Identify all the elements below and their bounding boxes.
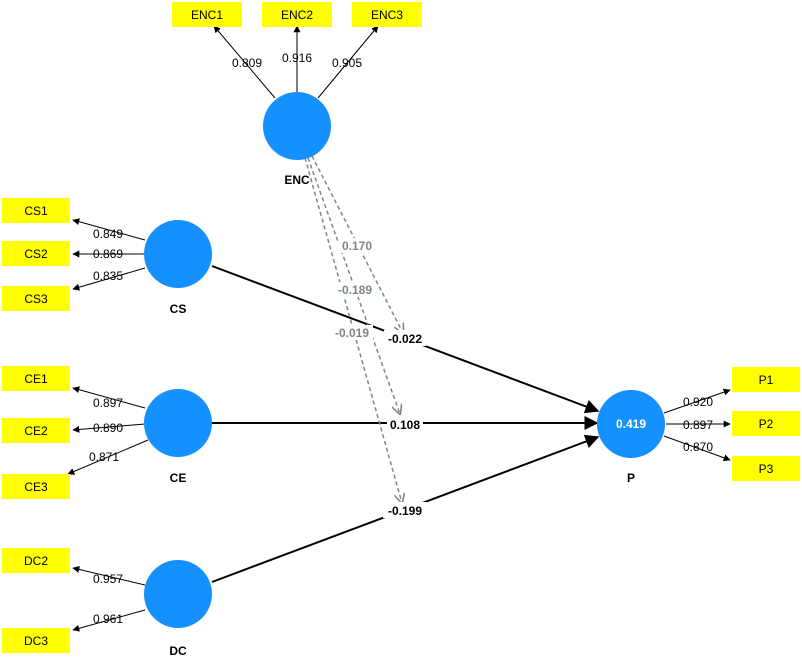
indicator-p1[interactable]: P1 (732, 367, 800, 392)
loading-lines (67, 25, 731, 632)
indicator-label: CS3 (24, 292, 48, 306)
latent-node[interactable] (263, 92, 331, 160)
indicator-label: DC3 (24, 634, 48, 648)
latent-node[interactable] (144, 220, 212, 288)
loading-value-ce2: 0.890 (93, 421, 123, 435)
indicator-cs1[interactable]: CS1 (2, 198, 70, 223)
indicator-label: ENC3 (371, 8, 403, 22)
loading-line-p1 (663, 388, 731, 414)
indicator-label: DC2 (24, 554, 48, 568)
moderation-coef-1: 0.170 (342, 239, 372, 253)
latent-node[interactable] (144, 560, 212, 628)
latent-enc[interactable]: ENC (263, 92, 331, 187)
latent-dc[interactable]: DC (144, 560, 212, 658)
indicator-label: P2 (759, 417, 774, 431)
latent-cs[interactable]: CS (144, 220, 212, 316)
latent-node[interactable] (597, 390, 665, 458)
indicator-ce1[interactable]: CE1 (2, 366, 70, 391)
moderation-coefficients: 0.170 -0.189 -0.019 (331, 238, 376, 340)
moderation-line-3 (304, 157, 402, 503)
loading-line-cs1 (72, 218, 146, 241)
loading-value-enc3: 0.905 (332, 56, 362, 70)
loading-value-p2: 0.897 (683, 418, 713, 432)
latent-label: DC (169, 644, 187, 658)
loading-value-enc2: 0.916 (282, 51, 312, 65)
loading-values: 0.809 0.916 0.905 0.849 0.869 0.835 0.89… (89, 51, 713, 626)
moderation-coef-2: -0.189 (338, 283, 372, 297)
loading-line-dc2 (72, 566, 146, 586)
latent-label: P (627, 471, 635, 485)
indicator-label: CE1 (24, 372, 48, 386)
indicator-label: CE3 (24, 480, 48, 494)
indicator-p3[interactable]: P3 (732, 456, 800, 481)
path-coef-ce-p: 0.108 (390, 418, 420, 432)
latent-label: CE (170, 471, 187, 485)
loading-value-dc2: 0.957 (93, 572, 123, 586)
indicator-label: P3 (759, 462, 774, 476)
indicator-label: CS2 (24, 247, 48, 261)
indicator-label: CS1 (24, 204, 48, 218)
loading-line-ce2 (72, 423, 146, 433)
loading-value-dc3: 0.961 (93, 612, 123, 626)
moderation-coef-3: -0.019 (335, 326, 369, 340)
indicator-label: CE2 (24, 424, 48, 438)
latent-ce[interactable]: CE (144, 389, 212, 485)
indicator-enc1[interactable]: ENC1 (172, 2, 242, 27)
indicator-p2[interactable]: P2 (732, 411, 800, 436)
latent-label: CS (170, 302, 187, 316)
indicator-ce3[interactable]: CE3 (2, 474, 70, 499)
loading-line-cs3 (72, 267, 146, 291)
indicator-label: P1 (759, 373, 774, 387)
indicator-cs2[interactable]: CS2 (2, 241, 70, 266)
indicator-cs3[interactable]: CS3 (2, 286, 70, 311)
latent-p[interactable]: 0.419 P (597, 390, 665, 485)
indicator-ce2[interactable]: CE2 (2, 418, 70, 443)
indicators: ENC1 ENC2 ENC3 CS1 CS2 CS3 CE1 CE2 (2, 2, 800, 653)
loading-line-dc3 (72, 609, 146, 632)
loading-value-p3: 0.870 (683, 440, 713, 454)
path-coef-cs-p: -0.022 (388, 332, 422, 346)
r-squared-value: 0.419 (616, 417, 646, 431)
path-coef-dc-p: -0.199 (388, 504, 422, 518)
loading-line-ce1 (72, 386, 146, 409)
indicator-dc3[interactable]: DC3 (2, 628, 70, 653)
loading-value-ce3: 0.871 (89, 450, 119, 464)
loading-line-enc3 (317, 25, 379, 99)
indicator-label: ENC2 (281, 8, 313, 22)
indicator-enc3[interactable]: ENC3 (352, 2, 422, 27)
latent-node[interactable] (144, 389, 212, 457)
loading-value-p1: 0.920 (683, 395, 713, 409)
loading-line-ce3 (67, 439, 149, 475)
loading-line-p3 (663, 435, 731, 462)
indicator-label: ENC1 (191, 8, 223, 22)
loading-line-enc1 (213, 25, 276, 99)
loading-value-cs1: 0.849 (93, 227, 123, 241)
indicator-enc2[interactable]: ENC2 (262, 2, 332, 27)
indicator-dc2[interactable]: DC2 (2, 548, 70, 573)
loading-value-ce1: 0.897 (93, 396, 123, 410)
loading-value-enc1: 0.809 (232, 56, 262, 70)
loading-value-cs2: 0.869 (93, 247, 123, 261)
latent-label: ENC (284, 173, 310, 187)
path-coefficients: -0.022 0.108 -0.199 (383, 330, 427, 518)
loading-value-cs3: 0.835 (93, 269, 123, 283)
